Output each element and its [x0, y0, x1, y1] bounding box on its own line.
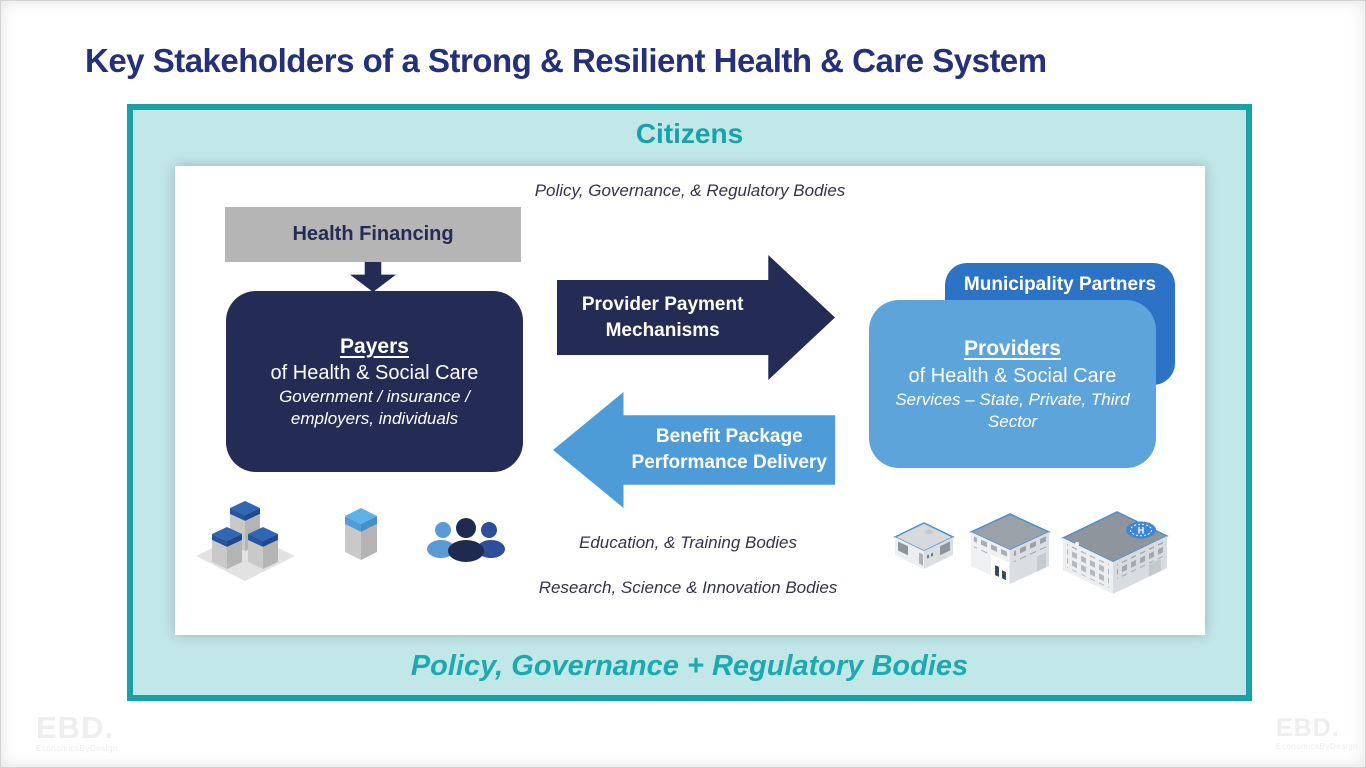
policy-note-top: Policy, Governance, & Regulatory Bodies [534, 181, 846, 200]
helipad-letter: H [1138, 526, 1145, 536]
clinic-icon [891, 517, 957, 573]
provider-payment-line2: Mechanisms [605, 319, 720, 341]
watermark-right: EBD. EconomicsByDesign [1276, 716, 1358, 751]
municipality-partners-label: Municipality Partners [963, 274, 1157, 295]
provider-payment-arrow-label: Provider Payment Mechanisms [557, 255, 768, 380]
care-facility-icon [967, 507, 1053, 587]
education-note: Education, & Training Bodies [579, 533, 797, 552]
payers-subtitle: of Health & Social Care [270, 362, 479, 385]
page-title: Key Stakeholders of a Strong & Resilient… [85, 42, 1047, 79]
ebd-logo-text: EBD. [1276, 714, 1340, 742]
provider-payment-line1: Provider Payment [581, 293, 744, 315]
providers-subtitle: of Health & Social Care [908, 364, 1117, 387]
research-note: Research, Science & Innovation Bodies [538, 578, 838, 597]
policy-band-label: Policy, Governance + Regulatory Bodies [410, 650, 969, 682]
ebd-logo-text: EBD. [36, 710, 115, 745]
people-group-icon [426, 517, 506, 567]
payers-title: Payers [340, 334, 409, 358]
benefit-package-arrow-label: Benefit Package Performance Delivery [624, 392, 836, 508]
payers-detail-line2: employers, individuals [290, 409, 459, 429]
benefit-package-line2: Performance Delivery [631, 452, 827, 473]
hospital-icon: H [1059, 500, 1171, 600]
pillar-icon [341, 504, 381, 568]
payers-box: Payers of Health & Social Care Governmen… [226, 291, 523, 472]
ebd-logo-subtext: EconomicsByDesign [36, 744, 118, 753]
health-financing-box: Health Financing [225, 207, 521, 262]
providers-detail-line1: Services – State, Private, Third [895, 389, 1130, 409]
payers-detail-line1: Government / insurance / [279, 387, 470, 407]
providers-title: Providers [964, 337, 1061, 361]
providers-detail-line2: Sector [987, 411, 1038, 431]
benefit-package-line1: Benefit Package [655, 426, 803, 448]
watermark-left: EBD. EconomicsByDesign [36, 712, 118, 753]
health-financing-label: Health Financing [292, 223, 454, 245]
buildings-cluster-icon [188, 496, 303, 586]
ebd-logo-subtext: EconomicsByDesign [1276, 742, 1358, 751]
providers-box: Providers of Health & Social Care Servic… [869, 300, 1156, 468]
citizens-label: Citizens [635, 118, 744, 149]
